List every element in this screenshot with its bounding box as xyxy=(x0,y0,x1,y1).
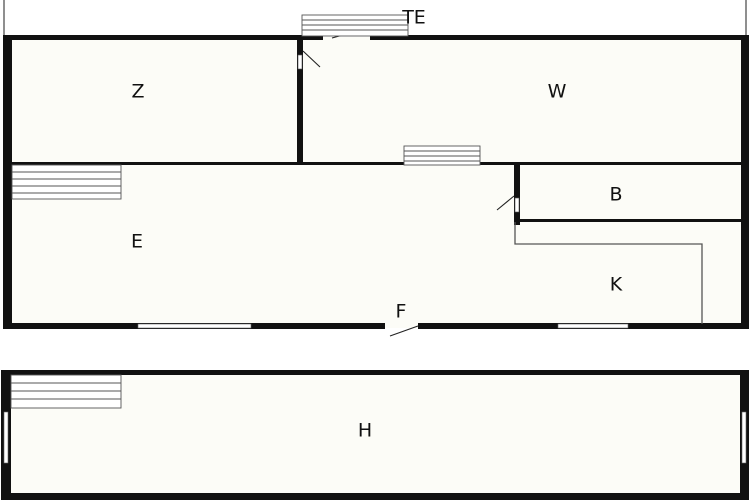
stairs-h xyxy=(10,374,122,409)
wall-h-bottom xyxy=(3,493,749,500)
room-label-e: E xyxy=(131,231,143,253)
wall-w-e xyxy=(480,162,743,165)
room-label-f: F xyxy=(396,301,407,323)
door-e-b-swing xyxy=(496,195,515,211)
wall-z-w xyxy=(297,38,303,164)
door-e-b-frame xyxy=(514,197,520,213)
stairs-top xyxy=(301,14,409,37)
stairs-e xyxy=(11,164,122,200)
wall-top-left xyxy=(3,35,323,40)
wall-e-b xyxy=(514,165,520,225)
room-label-w: W xyxy=(548,81,567,103)
upper-floor-area xyxy=(5,37,746,328)
partition-k xyxy=(514,222,703,324)
window-h-right xyxy=(741,411,747,464)
upper-floor: TE Z W B E K F xyxy=(3,7,749,337)
room-label-z: Z xyxy=(131,81,144,103)
room-label-b: B xyxy=(609,184,622,206)
wall-h-top xyxy=(3,370,749,375)
wall-z-e xyxy=(10,162,405,165)
stairs-w-e xyxy=(403,145,481,166)
door-z-w-swing xyxy=(302,50,321,68)
room-label-te: TE xyxy=(401,7,426,29)
window-h-left xyxy=(3,411,9,464)
wall-right xyxy=(741,35,749,329)
door-z-w-frame xyxy=(297,54,303,70)
lower-floor-area xyxy=(5,372,746,498)
wall-left xyxy=(3,35,12,329)
room-label-k: K xyxy=(610,274,623,296)
wall-b-k xyxy=(520,219,743,222)
room-label-h: H xyxy=(358,420,372,442)
window-bottom-right xyxy=(557,323,629,329)
door-front-swing xyxy=(389,325,419,337)
wall-top-right xyxy=(370,35,748,40)
lower-floor: H xyxy=(1,370,749,500)
window-bottom-left xyxy=(137,323,252,329)
